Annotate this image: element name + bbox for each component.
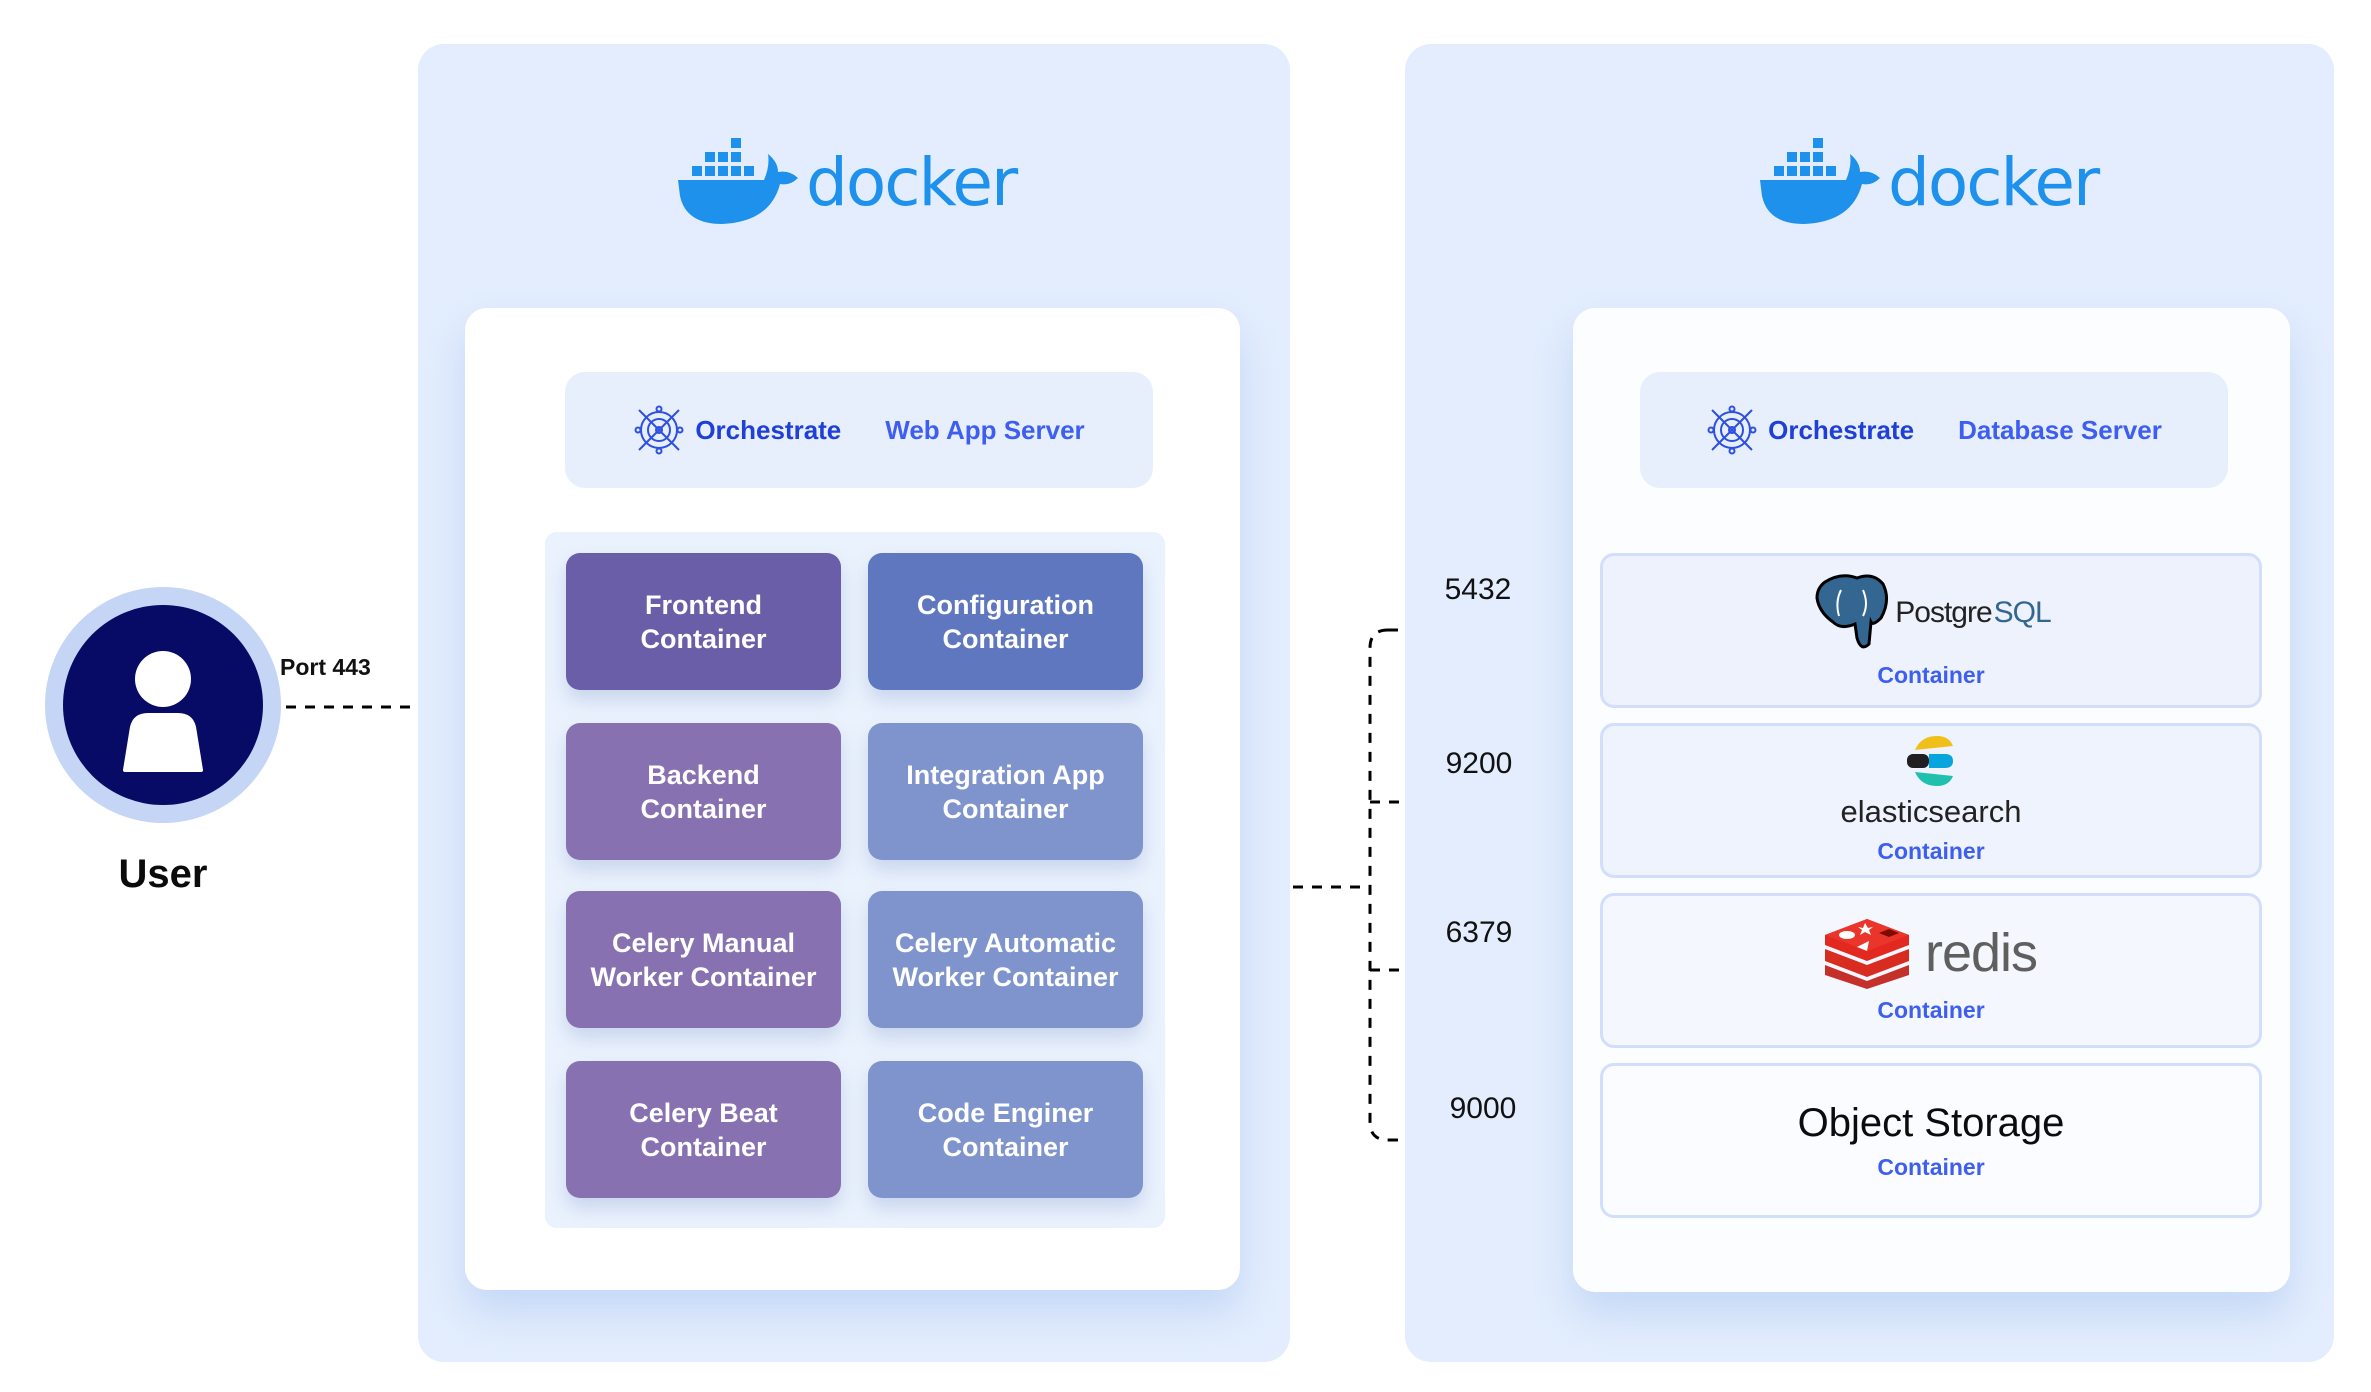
docker-logo-left: docker [678,138,1018,228]
container-configuration[interactable]: Configuration Container [868,553,1143,690]
service-object-storage[interactable]: Object Storage Container [1600,1063,2262,1218]
orchestrate-icon [634,405,684,455]
elasticsearch-wordmark: elasticsearch [1840,794,2022,829]
orchestrate-brand: Orchestrate [633,404,841,456]
service-subtitle: Container [1877,662,1985,688]
docker-wordmark: docker [806,144,1018,221]
db-trunk-line [1368,628,1389,1142]
docker-logo-right: docker [1760,138,2100,228]
port-label-object-storage: 9000 [1449,1092,1517,1125]
user-avatar-core [63,605,263,805]
db-server-header: Orchestrate Database Server [1640,372,2228,488]
user-label: User [118,852,208,896]
webapp-server-title: Web App Server [885,414,1085,445]
elasticsearch-icon [1907,736,1953,786]
service-subtitle: Container [1877,997,1985,1023]
db-server-title: Database Server [1958,414,2162,445]
container-backend[interactable]: Backend Container [566,723,841,860]
orchestrate-icon [1707,405,1757,455]
docker-whale-icon [1760,138,1880,224]
webapp-server-header: Orchestrate Web App Server [565,372,1153,488]
container-integration-app[interactable]: Integration App Container [868,723,1143,860]
redis-wordmark: redis [1924,923,2038,983]
orchestrate-label: Orchestrate [695,414,842,445]
redis-logo: redis [1824,917,2038,989]
container-celery-automatic-worker[interactable]: Celery Automatic Worker Container [868,891,1143,1028]
postgresql-wordmark-b: SQL [1993,596,2052,629]
container-frontend[interactable]: Frontend Container [566,553,841,690]
service-redis[interactable]: redis Container [1600,893,2262,1048]
container-code-enginer[interactable]: Code Enginer Container [868,1061,1143,1198]
orchestrate-brand: Orchestrate [1706,404,1914,456]
object-storage-title: Object Storage [1797,1100,2065,1145]
docker-wordmark: docker [1888,144,2100,221]
port-label-postgres: 5432 [1444,573,1512,606]
postgresql-wordmark-a: Postgre [1895,596,1992,629]
container-celery-manual-worker[interactable]: Celery Manual Worker Container [566,891,841,1028]
port-label-redis: 6379 [1445,916,1513,949]
redis-cube-icon [1824,919,1909,989]
docker-whale-icon [678,138,798,224]
user-icon [123,651,203,772]
orchestrate-label: Orchestrate [1768,414,1915,445]
port-443-label: Port 443 [280,654,371,680]
port-label-elasticsearch: 9200 [1445,747,1513,780]
service-subtitle: Container [1877,1153,1985,1180]
service-elasticsearch[interactable]: elasticsearch Container [1600,723,2262,878]
container-celery-beat[interactable]: Celery Beat Container [566,1061,841,1198]
postgresql-elephant-icon [1815,574,1889,649]
service-subtitle: Container [1877,838,1985,864]
